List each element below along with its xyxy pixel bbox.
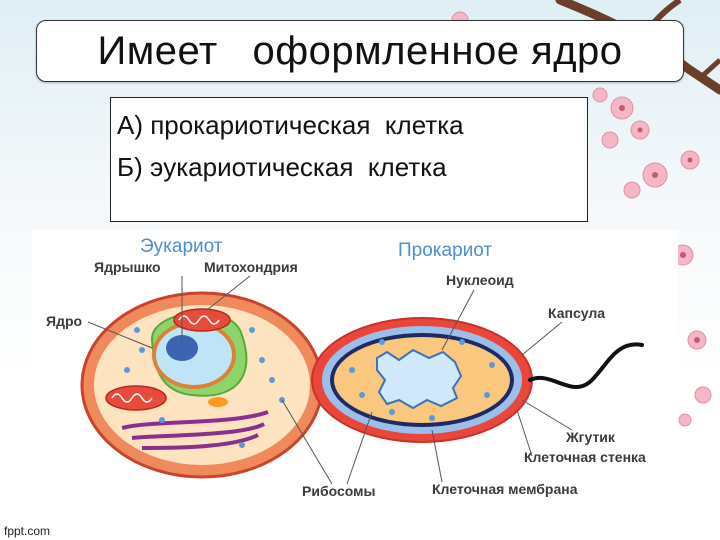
label-nucleolus: Ядрышко xyxy=(94,259,161,275)
label-capsule: Капсула xyxy=(548,305,605,321)
label-mitochondria: Митохондрия xyxy=(204,259,298,275)
label-ribosomes: Рибосомы xyxy=(302,483,375,499)
eukaryote-header: Эукариот xyxy=(140,236,223,257)
footer-watermark: fppt.com xyxy=(4,524,51,538)
label-cell-membrane: Клеточная мембрана xyxy=(432,481,578,497)
answer-options-box: А) прокариотическая клетка Б) эукариотич… xyxy=(110,97,588,222)
nucleoid-shape xyxy=(376,348,463,410)
option-b: Б) эукариотическая клетка xyxy=(117,152,447,182)
flagellum-shape xyxy=(528,342,644,389)
endoplasmic-reticulum-shape xyxy=(121,410,269,450)
eukaryote-cell xyxy=(80,291,324,479)
slide-title: Имеет оформленное ядро xyxy=(36,20,684,82)
option-a: А) прокариотическая клетка xyxy=(117,110,464,140)
cell-comparison-diagram: Эукариот Прокариот Ядрышко Митохондрия Я… xyxy=(32,230,678,512)
prokaryote-header: Прокариот xyxy=(398,240,492,261)
label-flagellum: Жгутик xyxy=(565,429,616,445)
label-cell-wall: Клеточная стенка xyxy=(524,449,646,465)
nucleolus-shape xyxy=(166,335,198,361)
label-nucleus: Ядро xyxy=(46,313,82,329)
prokaryote-cell xyxy=(311,317,644,443)
label-nucleoid: Нуклеоид xyxy=(446,272,514,288)
mitochondria-shape xyxy=(105,308,231,411)
